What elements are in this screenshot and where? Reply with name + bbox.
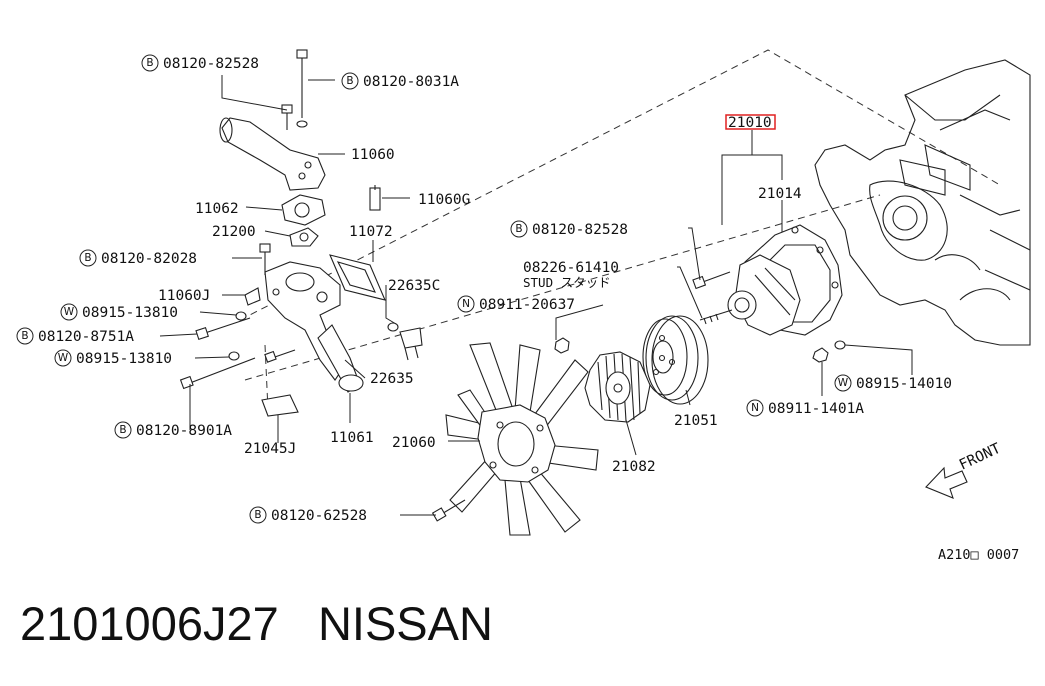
pulley-drawing — [642, 315, 709, 405]
label-21051: 21051 — [674, 413, 718, 429]
label-11060g: 11060G — [418, 192, 470, 208]
label-prefix: B — [146, 57, 153, 69]
label-prefix: B — [119, 424, 126, 436]
label-w-08915-13810-b: 08915-13810 — [76, 351, 172, 367]
label-n-08911-1401a: 08911-1401A — [768, 401, 864, 417]
label-11060j: 11060J — [158, 288, 210, 304]
label-prefix: B — [515, 223, 522, 235]
fan-bolt-drawing — [431, 499, 466, 522]
engine-block-outline — [814, 59, 1031, 346]
pump-bolt — [692, 271, 731, 290]
caption-brand: NISSAN — [317, 597, 493, 650]
label-21045j: 21045J — [244, 441, 296, 457]
front-label: FRONT — [957, 441, 1004, 474]
label-prefix: N — [751, 402, 759, 414]
caption: 2101006J27 NISSAN — [20, 596, 493, 651]
label-22635c: 22635C — [388, 278, 440, 294]
thermostat-housing-drawing — [179, 49, 423, 417]
label-11072: 11072 — [349, 224, 393, 240]
label-b-08120-8031a: 08120-8031A — [363, 74, 459, 90]
fan-drawing — [445, 342, 599, 536]
label-prefix: B — [84, 252, 91, 264]
label-08226-61410: 08226-61410 — [523, 260, 619, 276]
leader-lines — [159, 75, 913, 516]
highlight-box — [725, 114, 776, 130]
label-21060: 21060 — [392, 435, 436, 451]
label-b-08120-8901a: 08120-8901A — [136, 423, 232, 439]
label-b-08120-8751a: 08120-8751A — [38, 329, 134, 345]
water-pump-drawing — [692, 224, 846, 363]
label-prefix: W — [58, 352, 69, 364]
label-prefix: W — [64, 306, 75, 318]
label-21014: 21014 — [758, 186, 802, 202]
label-prefix: B — [346, 75, 353, 87]
label-11061: 11061 — [330, 430, 374, 446]
label-prefix: N — [462, 298, 470, 310]
fan-coupling-drawing — [584, 351, 651, 423]
label-prefix: B — [254, 509, 261, 521]
front-arrow-icon — [925, 466, 968, 499]
pump-stud — [699, 309, 733, 325]
washer-icon — [834, 340, 846, 350]
nut-icon — [554, 337, 570, 354]
label-b-08120-82028: 08120-82028 — [101, 251, 197, 267]
label-prefix: B — [21, 330, 28, 342]
label-prefix: W — [838, 377, 849, 389]
label-n-08911-20637: 08911-20637 — [479, 297, 575, 313]
label-w-08915-13810-a: 08915-13810 — [82, 305, 178, 321]
part-labels: B 08120-82528 B 08120-8031A 11060 11060G… — [16, 54, 952, 524]
label-b-08120-82528-mid: 08120-82528 — [532, 222, 628, 238]
label-11060: 11060 — [351, 147, 395, 163]
label-b-08120-62528: 08120-62528 — [271, 508, 367, 524]
nut-icon — [812, 347, 829, 363]
label-21200: 21200 — [212, 224, 256, 240]
label-22635: 22635 — [370, 371, 414, 387]
diagram-code: A210□ 0007 — [938, 547, 1019, 563]
label-21010: 21010 — [728, 115, 772, 131]
caption-part-number: 2101006J27 — [20, 597, 279, 650]
label-w-08915-14010: 08915-14010 — [856, 376, 952, 392]
label-21082: 21082 — [612, 459, 656, 475]
label-b-08120-82528-top: 08120-82528 — [163, 56, 259, 72]
label-11062: 11062 — [195, 201, 239, 217]
label-stud: STUD スタッド — [523, 275, 611, 290]
